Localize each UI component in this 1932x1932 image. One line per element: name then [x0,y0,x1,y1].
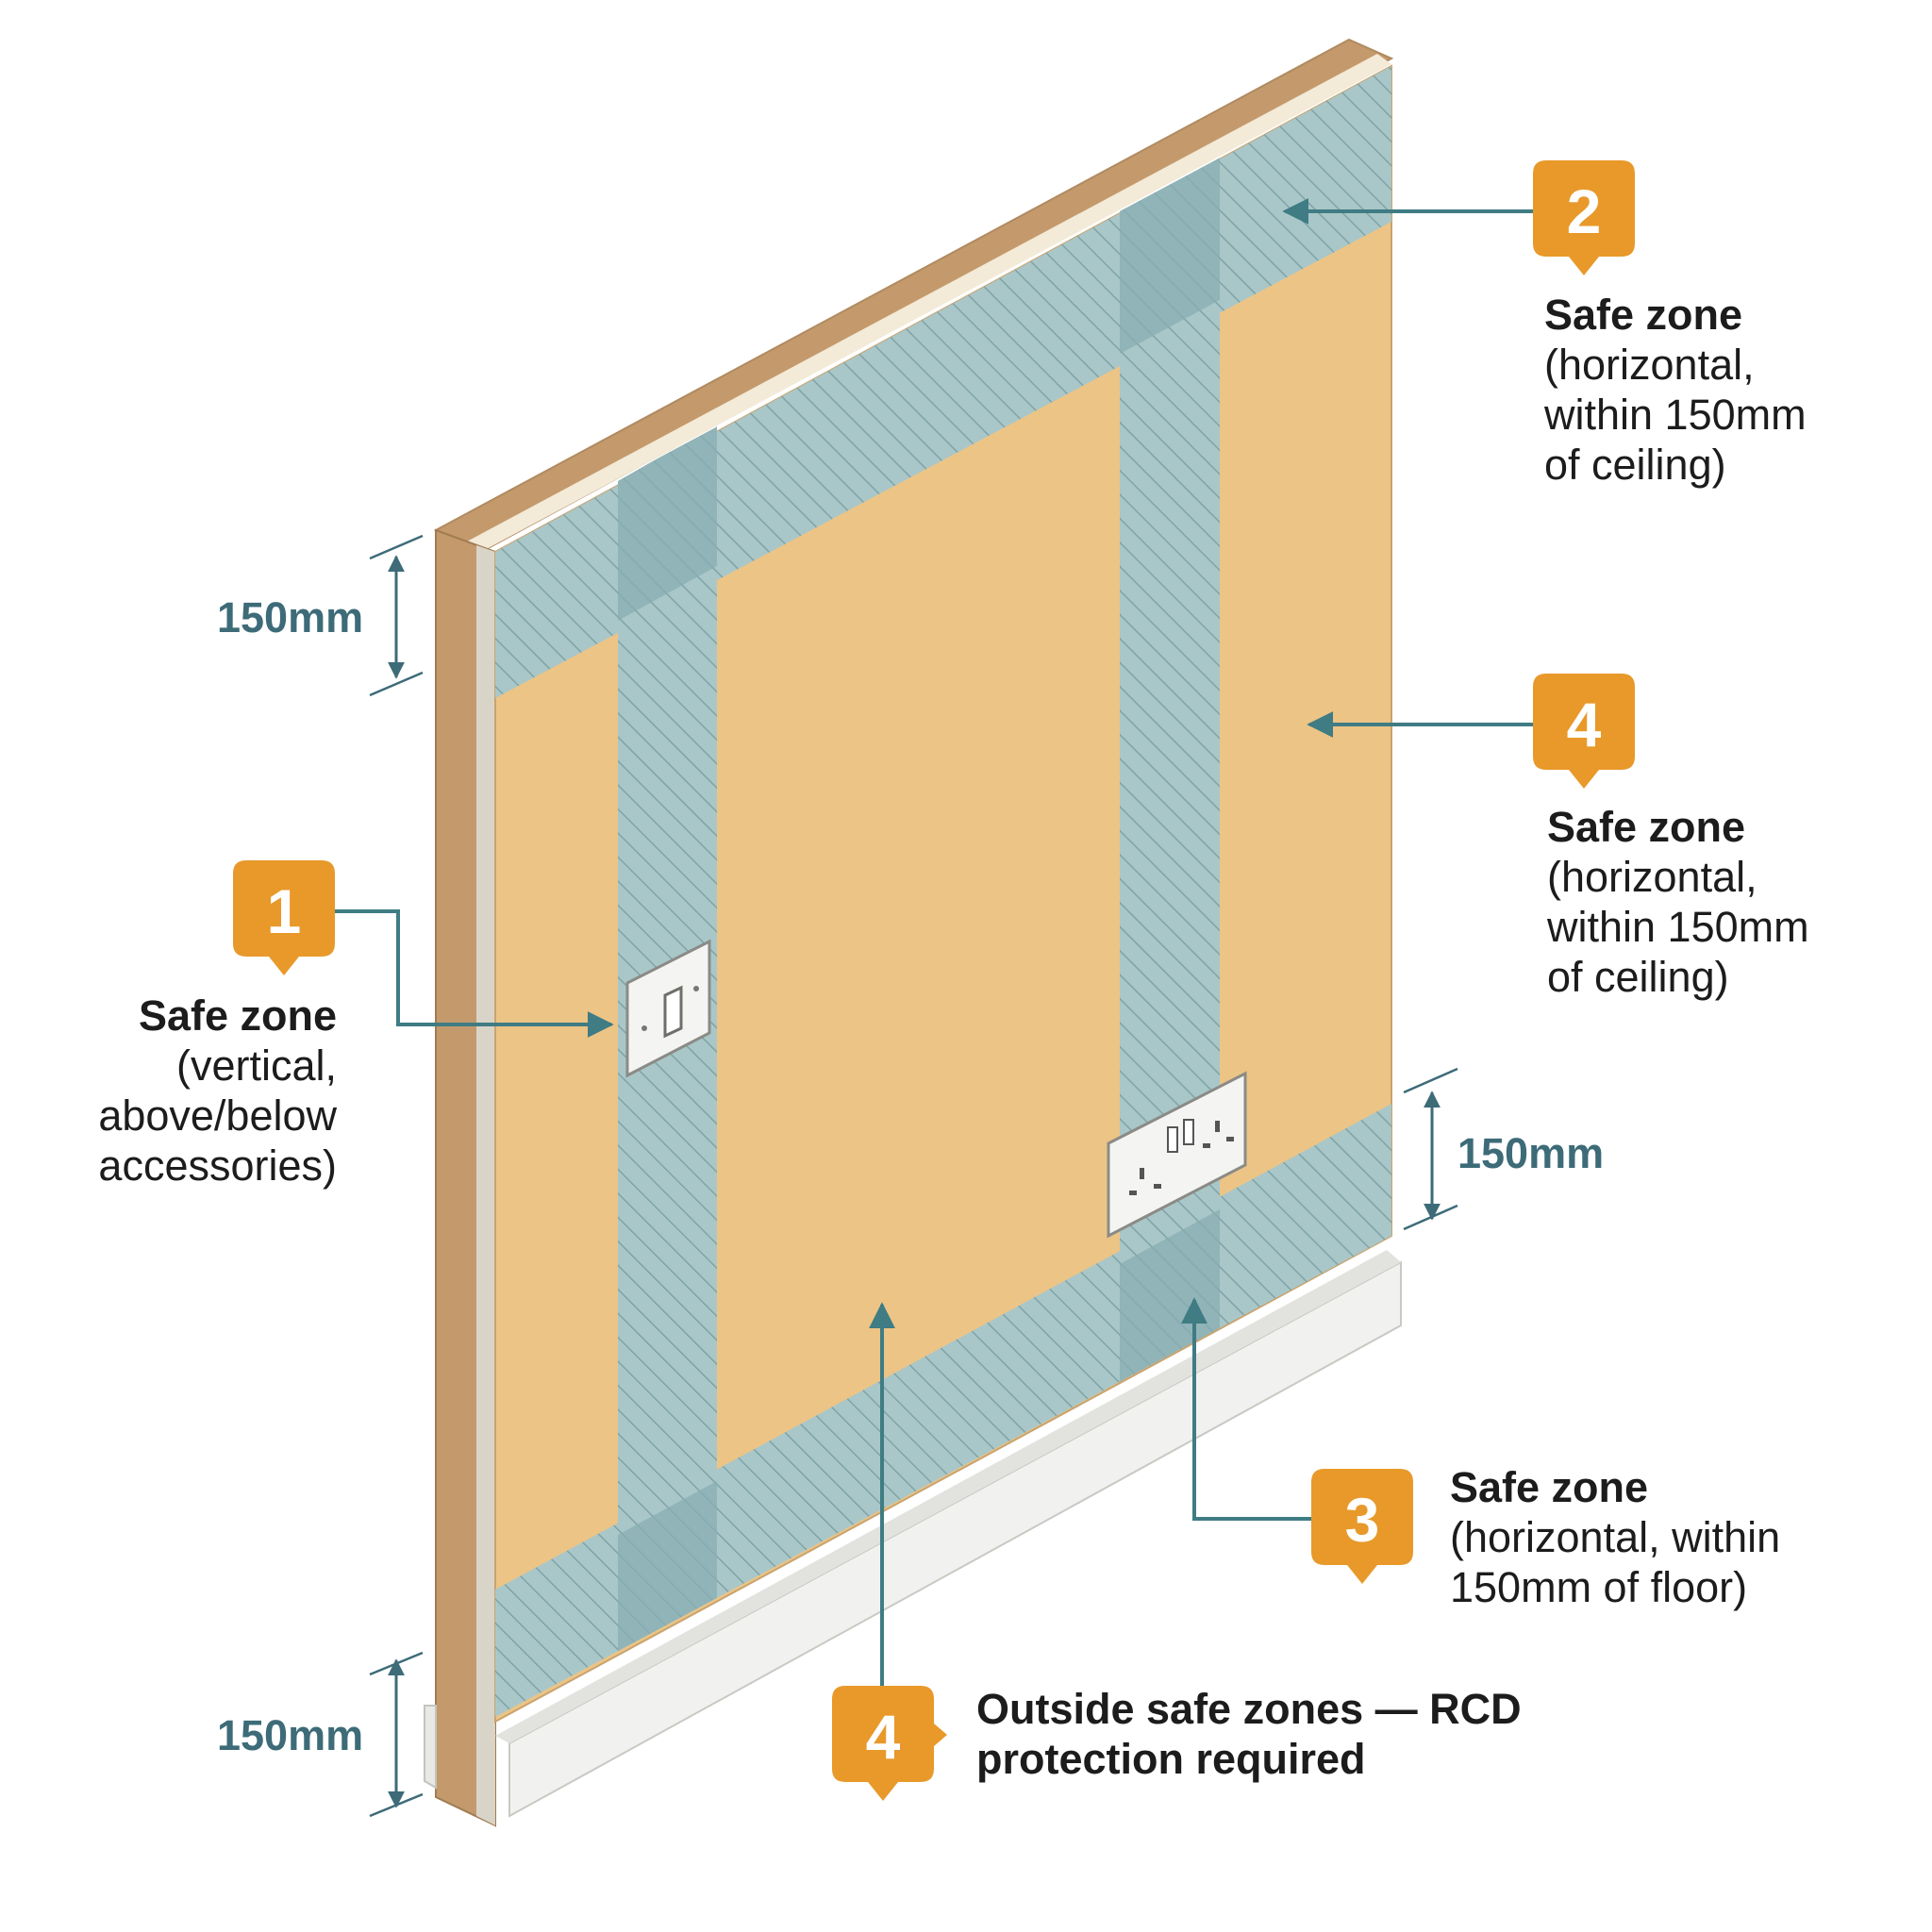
label-zone-1-line-3: accessories) [98,1141,337,1190]
badge-zone-3: 3 [1311,1469,1413,1595]
badge-zone-4-upper: 4 [1533,674,1635,800]
label-zone-1-heading: Safe zone [138,991,337,1040]
dimension-label-bottom: 150mm [217,1711,364,1759]
badge-zone-4-outside: 4 [832,1686,947,1812]
dimension-marker-top [369,534,424,697]
wall-top-edge-lip [467,54,1391,552]
overlap-top-left [618,425,717,621]
dimension-label-top: 150mm [217,593,364,641]
overlap-top-right [1120,151,1220,354]
skirting-board-top [495,1250,1401,1743]
label-zone-1: Safe zone (vertical, above/below accesso… [38,991,337,1191]
label-zone-2-heading: Safe zone [1544,291,1743,339]
leader-zone-1 [335,909,614,1038]
badge-zone-3-number: 3 [1344,1485,1380,1555]
badge-zone-4-outside-number: 4 [865,1702,901,1772]
label-zone-1-line-2: above/below [98,1091,337,1140]
label-zone-2-line-2: within 150mm [1544,391,1807,439]
label-zone-3-line-2: 150mm of floor) [1450,1563,1748,1611]
label-zone-4-upper: Safe zone (horizontal, within 150mm of c… [1547,802,1906,1002]
label-zone-3-heading: Safe zone [1450,1463,1649,1511]
dimension-label-right: 150mm [1457,1129,1605,1177]
light-switch-icon [625,939,711,1078]
double-socket-icon [1107,1071,1247,1239]
badge-zone-2-number: 2 [1566,176,1602,246]
label-zone-4-outside-line-1: Outside safe zones — [976,1685,1418,1733]
label-zone-2-line-3: of ceiling) [1544,441,1726,489]
badge-zone-1: 1 [233,860,335,987]
badge-zone-1-number: 1 [266,876,302,946]
badge-zone-4-upper-number: 4 [1566,690,1602,759]
label-zone-1-line-1: (vertical, [175,1041,337,1090]
vertical-safe-band-left [618,425,717,1703]
label-zone-4-upper-line-2: within 150mm [1547,903,1809,951]
dimension-marker-bottom [369,1651,424,1818]
vertical-safe-band-right [1120,151,1220,1401]
wall-side-edge-inner [476,545,495,1825]
dimension-marker-right [1403,1067,1458,1231]
label-zone-4-outside: Outside safe zones — RCD protection requ… [976,1684,1542,1784]
label-zone-4-upper-heading: Safe zone [1547,803,1746,851]
label-zone-3: Safe zone (horizontal, within 150mm of f… [1450,1462,1903,1612]
label-zone-4-outside-line-2: RCD protection required [976,1685,1522,1783]
label-zone-3-line-1: (horizontal, within [1450,1513,1781,1561]
label-zone-4-upper-line-1: (horizontal, [1547,853,1757,901]
label-zone-2: Safe zone (horizontal, within 150mm of c… [1544,290,1903,490]
label-zone-2-line-1: (horizontal, [1544,341,1755,389]
label-zone-4-upper-line-3: of ceiling) [1547,953,1729,1001]
leader-zone-3 [1181,1297,1311,1521]
skirting-board-end [424,1705,437,1790]
badge-zone-2: 2 [1533,160,1635,287]
